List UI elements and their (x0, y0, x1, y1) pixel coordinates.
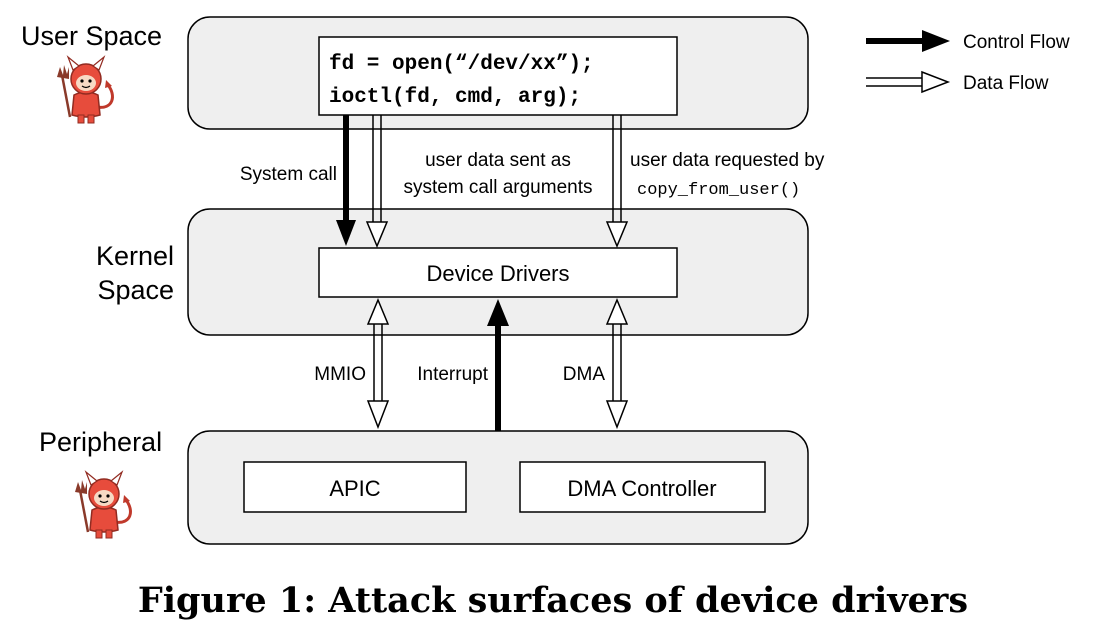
requested-label-2: copy_from_user() (637, 181, 800, 200)
apic-box (243, 461, 467, 513)
dma-controller-box (519, 461, 766, 513)
legend-control-label: Control Flow (963, 32, 1070, 53)
args-data-arrow (365, 115, 389, 248)
legend-data-arrow (866, 70, 951, 94)
args-label-2: system call arguments (403, 177, 592, 198)
dma-label: DMA (563, 364, 606, 385)
dma-data-arrow (605, 298, 629, 430)
kernel-space-label-1: Kernel (96, 241, 174, 271)
system-call-arrow (336, 115, 356, 246)
legend: Control Flow Data Flow (866, 30, 1070, 94)
devil-icon (55, 55, 114, 125)
user-space-label: User Space (21, 21, 162, 51)
args-label-1: user data sent as (425, 150, 571, 171)
kernel-space-label-2: Space (97, 275, 174, 305)
code-line-2: ioctl(fd, cmd, arg); (329, 86, 581, 109)
system-call-label: System call (240, 164, 337, 185)
dma-controller-label: DMA Controller (567, 476, 716, 501)
devil-icon (73, 470, 132, 540)
mmio-data-arrow (366, 298, 390, 430)
code-box (318, 36, 678, 116)
device-drivers-box (318, 247, 678, 298)
copy-from-user-data-arrow (605, 115, 629, 248)
apic-label: APIC (329, 476, 380, 501)
device-drivers-label: Device Drivers (426, 261, 569, 286)
figure-caption: Figure 1: Attack surfaces of device driv… (138, 580, 968, 621)
code-line-1: fd = open(“/dev/xx”); (329, 53, 594, 76)
peripheral-label: Peripheral (39, 427, 162, 457)
interrupt-label: Interrupt (417, 364, 488, 385)
requested-label-1: user data requested by (630, 150, 825, 171)
legend-data-label: Data Flow (963, 73, 1049, 94)
mmio-label: MMIO (314, 364, 366, 385)
interrupt-arrow (487, 299, 509, 431)
legend-control-arrow (866, 30, 950, 52)
